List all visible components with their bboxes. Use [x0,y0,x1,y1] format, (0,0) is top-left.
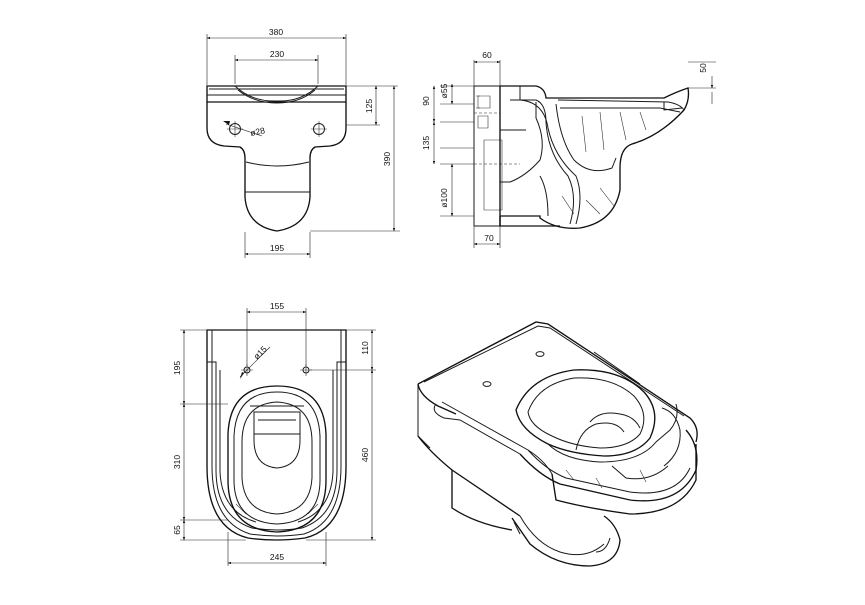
dimension-label: 245 [270,552,284,562]
dimension-label: 230 [270,49,284,59]
dimension-label: ø100 [439,188,449,208]
dimension-label: ø55 [439,83,449,98]
top-view: 155 ø15 110 460 195 310 65 245 [172,301,376,566]
dimension-label: 390 [382,152,392,166]
dimension-label: 60 [482,50,492,60]
side-dimension-60: 60 [473,50,501,64]
top-dimension-155: 155 [246,301,307,314]
dimension-label: 90 [421,96,431,106]
dimension-label: 135 [421,136,431,150]
dimension-label: ø15 [251,344,269,362]
top-dimension-460: 460 [360,369,374,541]
top-dimension-110: 110 [360,329,374,371]
side-dimension-70: 70 [473,233,501,246]
dimension-label: 310 [172,455,182,469]
front-dimension-hole-28: ø28 [223,121,266,138]
dimension-label: 65 [172,525,182,535]
top-dimension-195: 195 [172,329,186,405]
dimension-label: 460 [360,448,370,462]
dimension-label: 50 [698,63,708,73]
top-dimension-310: 310 [172,403,186,521]
front-dimension-390: 390 [382,85,396,232]
top-dimension-245: 245 [227,552,327,565]
side-dimension-50: 50 [698,63,714,104]
isometric-view [417,321,698,567]
top-dimension-hole-15: ø15 [239,344,271,379]
dimension-label: 195 [172,361,182,375]
dimension-label: 155 [270,301,284,311]
dimension-label: 125 [364,99,374,113]
front-dimension-380: 380 [206,27,347,40]
front-dimension-195: 195 [244,243,311,256]
front-dimension-230: 230 [234,49,319,62]
dimension-label: 70 [484,233,494,243]
top-dimension-65: 65 [172,519,186,541]
dimension-label: 195 [270,243,284,253]
side-section-view: 60 50 ø55 90 135 ø100 70 [421,50,716,248]
front-view-outline [206,34,400,258]
dimension-label: 380 [269,27,283,37]
dimension-label: ø28 [249,125,266,138]
front-view: 380 230 125 390 ø28 195 [206,27,400,258]
top-view-outline [180,308,376,566]
side-dimension-55: ø55 [439,83,454,105]
side-section-outline [440,60,716,248]
side-dimension-135: 135 [421,121,436,165]
side-dimension-90: 90 [421,85,436,123]
side-dimension-100: ø100 [439,163,454,217]
front-dimension-125: 125 [364,85,378,126]
dimension-label: 110 [360,341,370,355]
